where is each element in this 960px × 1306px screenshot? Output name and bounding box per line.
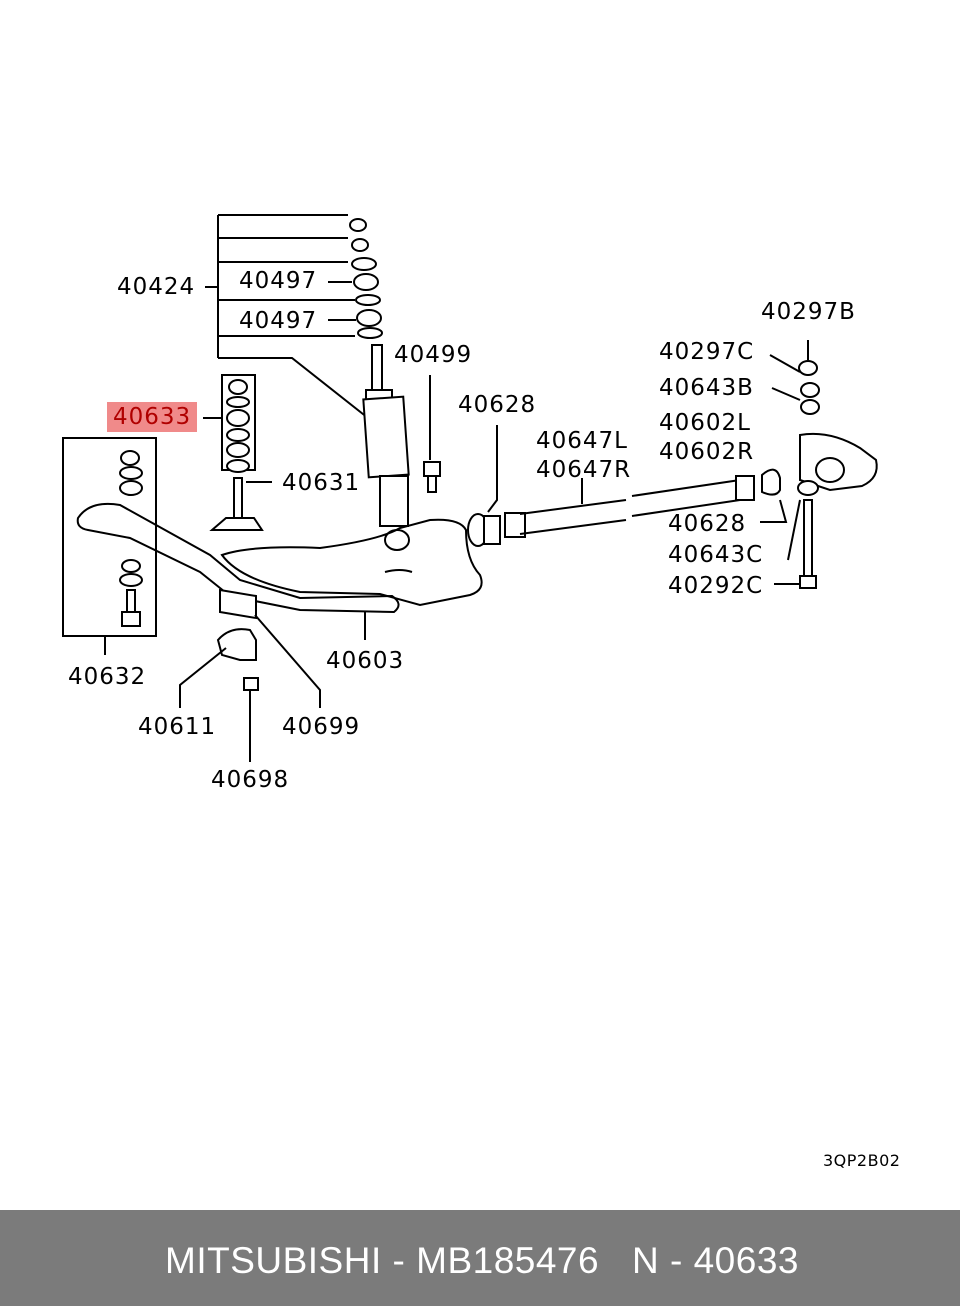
- label-40602L: 40602L: [659, 410, 751, 436]
- brand-part-number: MITSUBISHI - MB185476: [165, 1240, 600, 1281]
- stabilizer-bar: [76, 502, 400, 762]
- label-40497-lower: 40497: [239, 308, 318, 334]
- footer-bar: MITSUBISHI - MB185476 N - 40633: [0, 1210, 960, 1306]
- label-40424: 40424: [117, 274, 196, 300]
- tension-rod: [467, 340, 878, 589]
- bushing-stack: [203, 374, 272, 531]
- label-40631: 40631: [282, 470, 361, 496]
- link-kit-box: [62, 437, 157, 655]
- diagram-code: 3QP2B02: [823, 1151, 901, 1170]
- label-40699: 40699: [282, 714, 361, 740]
- parts-diagram: 40424 40497 40497 40499 40633 40631 4062…: [62, 214, 901, 1170]
- label-40497-upper: 40497: [239, 268, 318, 294]
- label-40297B: 40297B: [761, 299, 856, 325]
- label-40698: 40698: [211, 767, 290, 793]
- control-arm: [220, 518, 483, 607]
- shock-absorber: [362, 344, 441, 551]
- shock-hardware-group: [205, 214, 383, 419]
- label-40292C: 40292C: [668, 573, 764, 599]
- label-40647L: 40647L: [536, 428, 628, 454]
- label-40643B: 40643B: [659, 375, 754, 401]
- label-40628-left: 40628: [458, 392, 537, 418]
- diagram-drawing: [62, 214, 878, 762]
- label-40499: 40499: [394, 342, 473, 368]
- label-40628-right: 40628: [668, 511, 747, 537]
- label-40647R: 40647R: [536, 457, 632, 483]
- label-40643C: 40643C: [668, 542, 764, 568]
- label-40297C: 40297C: [659, 339, 755, 365]
- label-40611: 40611: [138, 714, 217, 740]
- label-40632: 40632: [68, 664, 147, 690]
- reference-number: N - 40633: [632, 1240, 799, 1281]
- label-40602R: 40602R: [659, 439, 755, 465]
- label-40603: 40603: [326, 648, 405, 674]
- label-40633-highlighted: 40633: [107, 402, 198, 432]
